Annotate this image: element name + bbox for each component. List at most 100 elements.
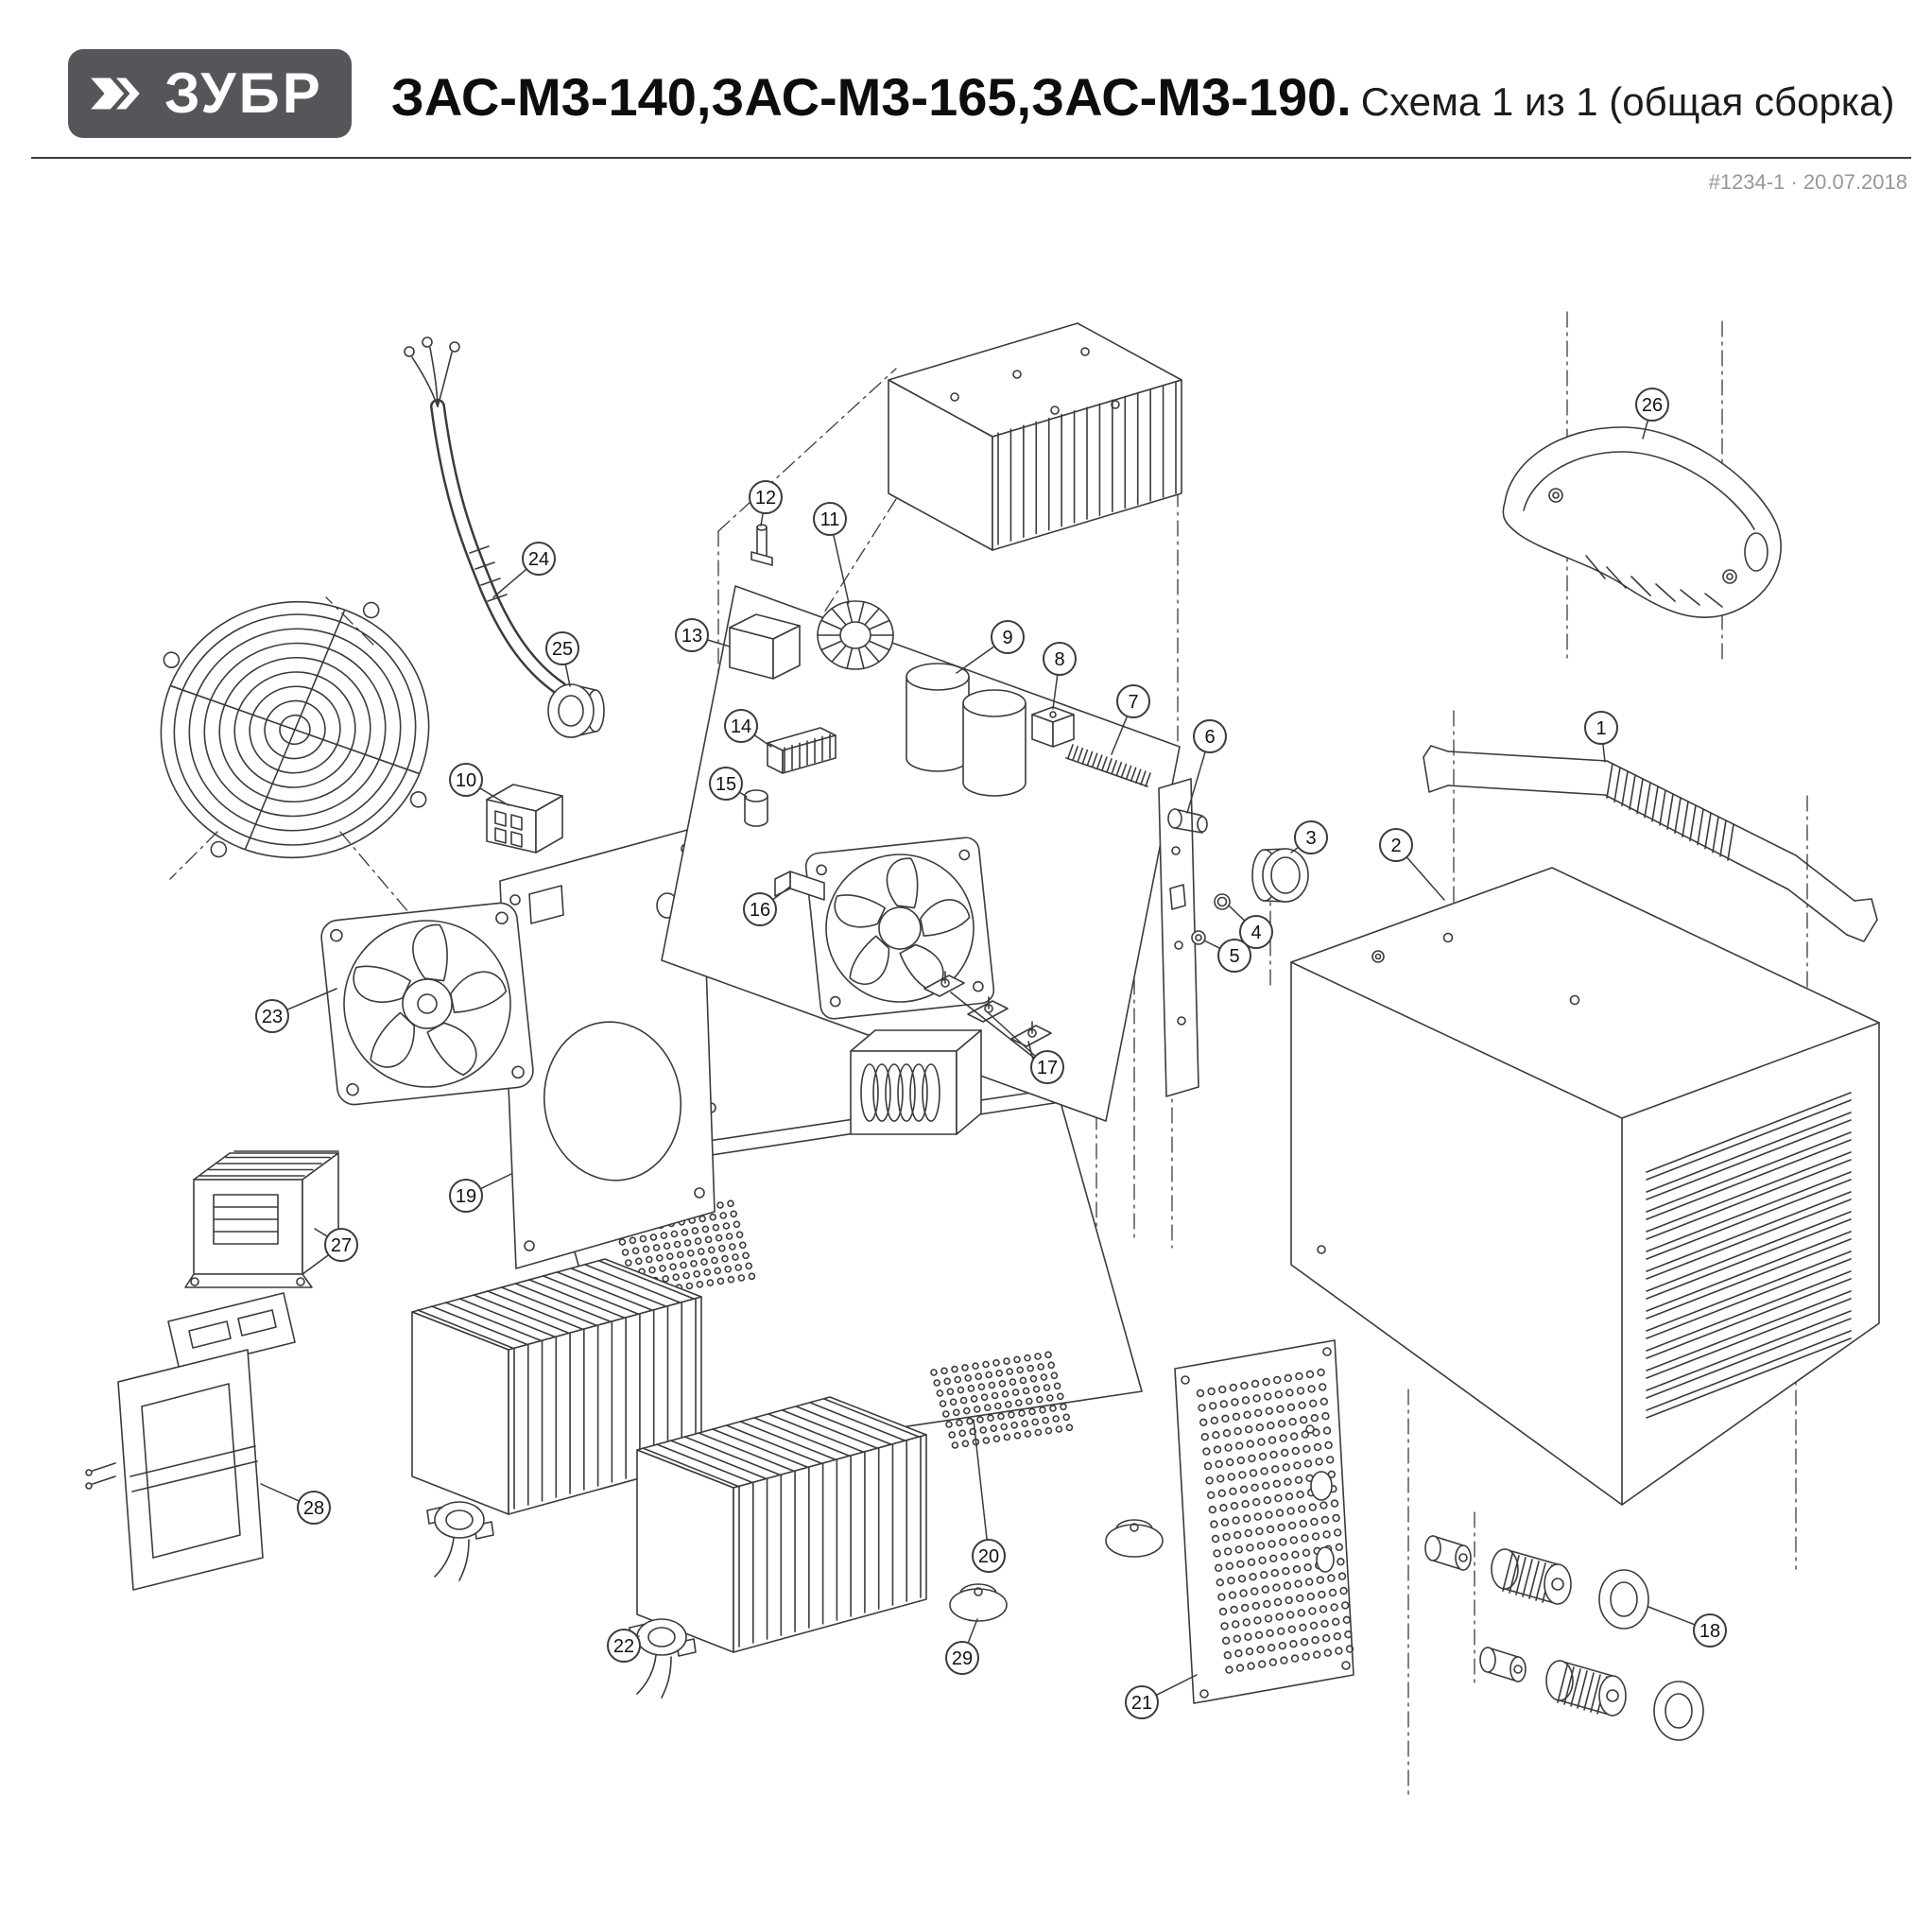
svg-text:15: 15 <box>716 774 736 795</box>
callout-5: 5 <box>1203 939 1251 973</box>
cable-bushing <box>547 683 605 738</box>
callout-29: 29 <box>945 1618 979 1675</box>
svg-text:4: 4 <box>1251 923 1261 943</box>
svg-text:29: 29 <box>952 1648 973 1669</box>
svg-text:8: 8 <box>1054 649 1064 670</box>
header: ЗУБР ЗАС-М3-140,ЗАС-М3-165,ЗАС-М3-190.Сх… <box>68 49 1894 138</box>
title-block: ЗАС-М3-140,ЗАС-М3-165,ЗАС-М3-190.Схема 1… <box>391 60 1895 128</box>
front-panel <box>1174 1339 1354 1704</box>
shaft-nut <box>1214 893 1231 910</box>
control-knob <box>1251 848 1309 903</box>
cooling-fan <box>320 902 534 1106</box>
callout-15: 15 <box>709 767 748 801</box>
page-title: ЗАС-М3-140,ЗАС-М3-165,ЗАС-М3-190. <box>390 66 1352 127</box>
svg-text:2: 2 <box>1390 836 1401 856</box>
top-heatsink <box>888 322 1182 551</box>
svg-text:20: 20 <box>978 1546 999 1567</box>
svg-text:6: 6 <box>1204 727 1215 748</box>
page-subtitle: Схема 1 из 1 (общая сборка) <box>1360 78 1895 124</box>
callout-27: 27 <box>314 1228 358 1262</box>
connector-block <box>486 784 563 854</box>
svg-text:7: 7 <box>1128 692 1138 713</box>
handle-strap <box>1423 745 1878 942</box>
svg-text:1: 1 <box>1596 718 1606 739</box>
callout-28: 28 <box>260 1483 331 1525</box>
svg-text:21: 21 <box>1131 1693 1152 1714</box>
capacitors <box>906 663 1026 797</box>
callout-12: 12 <box>749 480 783 526</box>
relay <box>729 613 801 680</box>
callout-4: 4 <box>1228 905 1273 949</box>
heatsink-bar <box>767 727 837 774</box>
callout-11: 11 <box>813 502 850 604</box>
callout-22: 22 <box>607 1629 641 1663</box>
callout-16: 16 <box>743 886 791 926</box>
svg-text:17: 17 <box>1037 1058 1058 1078</box>
inner-panel <box>499 825 716 1269</box>
callout-8: 8 <box>1043 642 1077 710</box>
shaft-washer <box>1191 930 1206 945</box>
svg-text:24: 24 <box>528 549 549 570</box>
logo-text: ЗУБР <box>164 61 323 125</box>
fan-guard <box>160 600 430 859</box>
callout-17: 17 <box>988 1012 1064 1084</box>
svg-text:25: 25 <box>552 639 573 660</box>
callouts: 1234567891011121314151617181920212223242… <box>255 388 1727 1719</box>
toroid-inductor <box>817 600 894 670</box>
callout-2: 2 <box>1379 828 1445 901</box>
output-connector-lower <box>1479 1647 1704 1741</box>
svg-text:16: 16 <box>750 900 770 921</box>
heatsink-b <box>636 1396 927 1653</box>
pin-header <box>1065 744 1151 787</box>
doc-ref: #1234-1 · 20.07.2018 <box>1708 170 1907 194</box>
callout-1: 1 <box>1584 711 1618 763</box>
callout-24: 24 <box>492 542 556 598</box>
callout-25: 25 <box>545 631 579 687</box>
callout-26: 26 <box>1635 388 1669 440</box>
svg-text:22: 22 <box>613 1636 634 1657</box>
standoff-screw <box>750 524 773 566</box>
callout-18: 18 <box>1647 1606 1727 1647</box>
rectifier <box>1031 706 1075 748</box>
pot-shaft <box>1167 808 1208 834</box>
callout-13: 13 <box>675 618 731 652</box>
svg-text:10: 10 <box>456 770 476 791</box>
output-connector-upper <box>1424 1535 1649 1630</box>
callout-20: 20 <box>972 1419 1006 1573</box>
svg-text:26: 26 <box>1642 395 1663 416</box>
callout-10: 10 <box>449 763 509 806</box>
callout-14: 14 <box>724 709 772 748</box>
thermostat-a <box>426 1501 494 1581</box>
svg-text:19: 19 <box>456 1186 476 1207</box>
power-cord <box>404 336 567 696</box>
callout-19: 19 <box>449 1173 512 1213</box>
zubr-logo: ЗУБР <box>68 49 352 138</box>
svg-text:3: 3 <box>1305 828 1316 849</box>
foot-b <box>1105 1519 1164 1558</box>
svg-text:9: 9 <box>1002 628 1012 648</box>
callout-6: 6 <box>1186 719 1227 814</box>
svg-text:18: 18 <box>1699 1621 1720 1642</box>
enclosure-cover <box>1290 867 1880 1506</box>
svg-text:27: 27 <box>331 1235 352 1256</box>
svg-text:12: 12 <box>755 488 776 509</box>
svg-text:14: 14 <box>731 716 751 737</box>
svg-text:11: 11 <box>820 509 840 530</box>
svg-text:5: 5 <box>1229 946 1239 967</box>
svg-text:13: 13 <box>681 626 702 647</box>
carry-handle <box>1502 426 1782 618</box>
board-fan <box>804 837 995 1020</box>
svg-text:28: 28 <box>303 1498 324 1519</box>
thermostat-b <box>629 1618 697 1699</box>
mounting-bracket <box>85 1292 296 1591</box>
foot-a <box>949 1583 1008 1622</box>
callout-9: 9 <box>956 620 1025 674</box>
mains-transformer <box>184 1150 339 1288</box>
callout-7: 7 <box>1111 684 1150 755</box>
callout-3: 3 <box>1290 820 1328 854</box>
output-transformer <box>850 1029 982 1135</box>
callout-23: 23 <box>255 988 337 1033</box>
main-circuit-board <box>661 524 1231 1135</box>
